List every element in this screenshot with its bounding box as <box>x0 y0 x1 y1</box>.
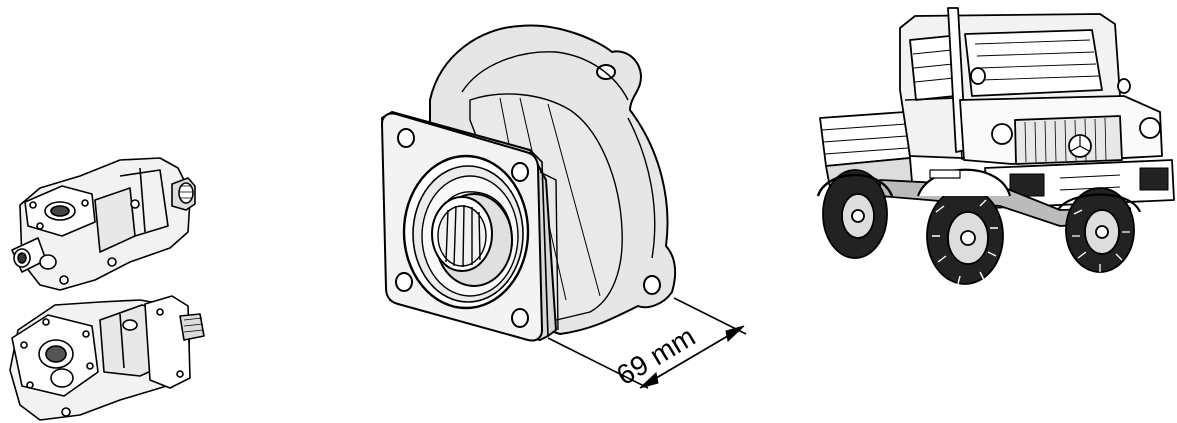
unimog-truck <box>816 7 1175 285</box>
extension-line-left <box>547 337 649 389</box>
arrowhead-right <box>725 325 745 342</box>
arrowhead-left <box>639 372 659 389</box>
pump-upper <box>11 157 196 291</box>
pump-lower <box>9 295 205 421</box>
pto-adapter <box>381 24 677 342</box>
extension-line-right <box>673 297 747 335</box>
dimension-line <box>645 329 739 385</box>
